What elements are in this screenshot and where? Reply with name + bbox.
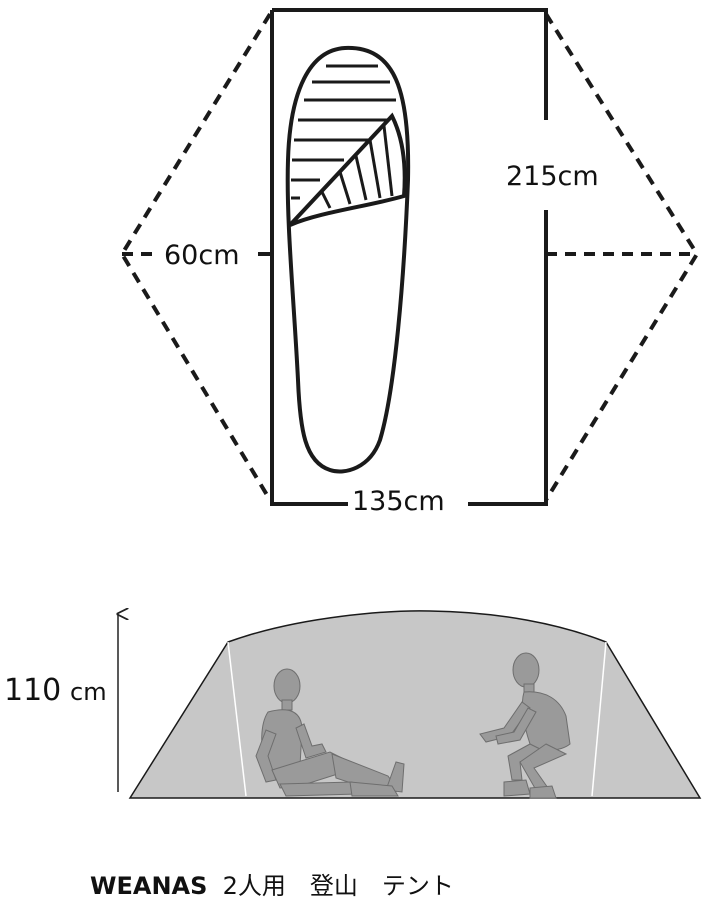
seated-person-figure	[255, 668, 405, 797]
vestibule-depth-label: 60cm	[164, 240, 240, 271]
tent-profile	[128, 610, 702, 799]
floor-plan: 215cm 60cm 135cm	[119, 8, 700, 517]
height-value-label: 110	[4, 673, 61, 708]
brand-name: WEANAS	[90, 872, 208, 900]
right-vestibule-outline	[544, 12, 700, 502]
tent-pole-right	[591, 641, 607, 797]
squatting-person-figure	[479, 652, 571, 799]
tent-pole-left	[227, 641, 247, 797]
width-label: 135cm	[352, 486, 445, 517]
product-description: 2人用 登山 テント	[222, 872, 454, 900]
length-label: 215cm	[506, 161, 599, 192]
sleeping-bag-icon	[285, 45, 411, 474]
side-view: 110 cm	[4, 610, 702, 799]
product-caption: WEANAS 2人用 登山 テント	[90, 866, 454, 901]
height-unit-label: cm	[70, 678, 107, 706]
inner-tent-outline	[270, 8, 548, 506]
